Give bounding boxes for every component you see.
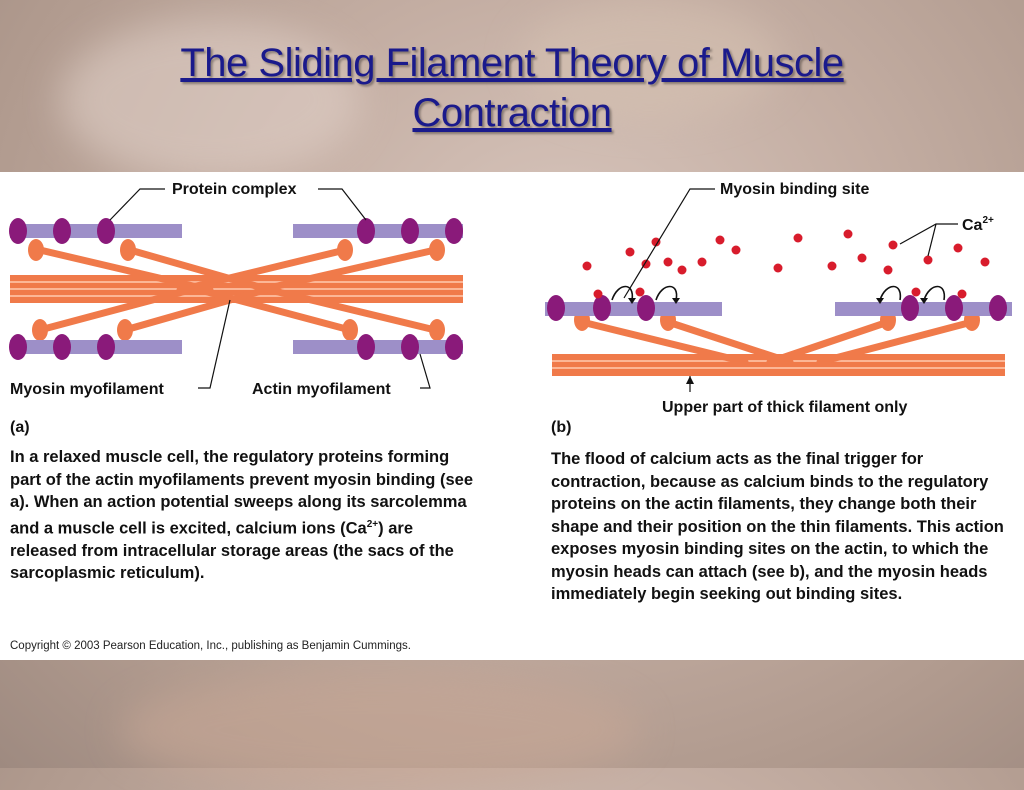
leader-lines-a xyxy=(109,188,431,389)
background-shape xyxy=(520,0,780,120)
description-a: In a relaxed muscle cell, the regulatory… xyxy=(10,448,473,582)
label-thick-filament: Upper part of thick filament only xyxy=(662,399,907,416)
ref-b: b xyxy=(789,562,800,581)
label-protein-complex: Protein complex xyxy=(172,181,297,198)
panel-tag-a: (a) xyxy=(10,419,30,436)
panel-tag-b: (b) xyxy=(551,419,571,436)
ref-a: a xyxy=(10,493,20,511)
diagram-b: Myosin binding site Ca2+ Upper part of t… xyxy=(545,181,1012,436)
slide-title: The Sliding Filament Theory of Muscle Co… xyxy=(0,38,1024,138)
calcium-ions xyxy=(582,229,990,299)
title-line-1: The Sliding Filament Theory of Muscle xyxy=(180,41,844,85)
background-shape xyxy=(120,670,640,790)
myosin-heads-b xyxy=(578,318,976,366)
protein-complexes-a xyxy=(9,218,463,360)
protein-complexes-b xyxy=(547,295,1007,321)
myosin-head-ovals-a xyxy=(28,239,445,341)
title-line-2: Contraction xyxy=(412,91,612,135)
actin-bars-b xyxy=(545,302,1012,316)
description-b: The flood of calcium acts as the final t… xyxy=(551,450,1004,603)
filament-diagram: Protein complex Myosin myofilament Actin… xyxy=(9,181,1012,436)
arrow-tips-b xyxy=(628,298,928,304)
myosin-heads-a xyxy=(36,246,439,334)
background-shape xyxy=(60,20,360,180)
label-actin-myofilament: Actin myofilament xyxy=(252,381,391,398)
actin-bars-a xyxy=(10,224,463,354)
figure-panel: Protein complex Myosin myofilament Actin… xyxy=(0,172,1024,660)
diagram-a: Protein complex Myosin myofilament Actin… xyxy=(9,181,463,436)
label-myosin-binding-site: Myosin binding site xyxy=(720,181,869,198)
shift-arrows-b xyxy=(611,285,946,301)
copyright-notice: Copyright © 2003 Pearson Education, Inc.… xyxy=(10,640,411,652)
thick-arrow-tip xyxy=(686,376,694,384)
label-calcium: Ca2+ xyxy=(962,215,994,234)
label-myosin-myofilament: Myosin myofilament xyxy=(10,381,164,398)
